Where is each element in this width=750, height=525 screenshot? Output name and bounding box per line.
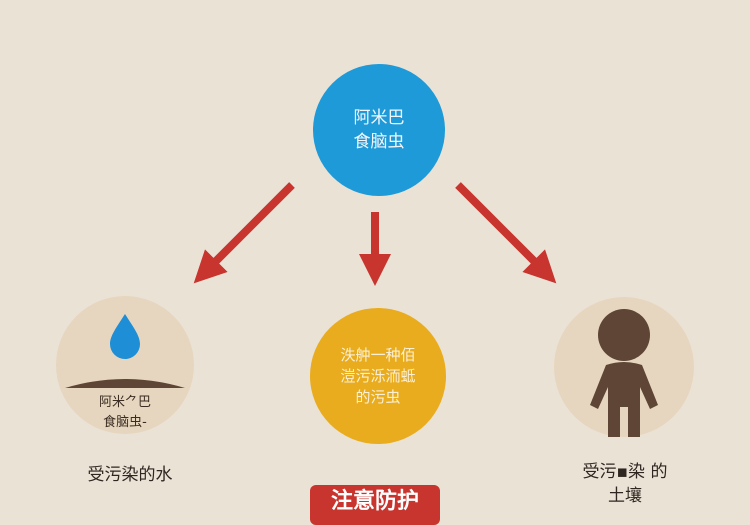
arrow-left [193,182,295,284]
water-drop-icon [65,314,185,388]
water-text-line1: 阿米⺈巴 [98,395,151,410]
arrow-right [455,182,557,284]
warning-label: 注意防护 [310,485,440,525]
soil-caption: 受污▪染 的 土壤 [550,460,700,508]
middle-line3: 的污虫 [355,387,401,406]
middle-line1: 泆舯一种佰 [340,345,416,364]
water-text-line2: 食脑虫- [103,415,147,430]
arrows [193,182,557,286]
soil-caption-line2: 土壤 [608,486,642,506]
water-text: 阿米⺈巴 食脑虫- [56,393,194,433]
soil-caption-line1: 受污▪染 的 [582,462,668,482]
amoeba-line1: 阿米巴 [353,108,405,128]
soil-node [554,297,694,437]
water-node: 阿米⺈巴 食脑虫- [56,296,194,434]
middle-node: 泆舯一种佰 溰污泺洏蚳 的污虫 [310,308,446,444]
amoeba-node: 阿米巴 食脑虫 [313,64,445,196]
middle-line2: 溰污泺洏蚳 [340,366,416,385]
water-caption: 受污染的水 [87,465,173,485]
amoeba-line2: 食脑虫 [353,132,405,152]
person-icon [590,309,658,437]
